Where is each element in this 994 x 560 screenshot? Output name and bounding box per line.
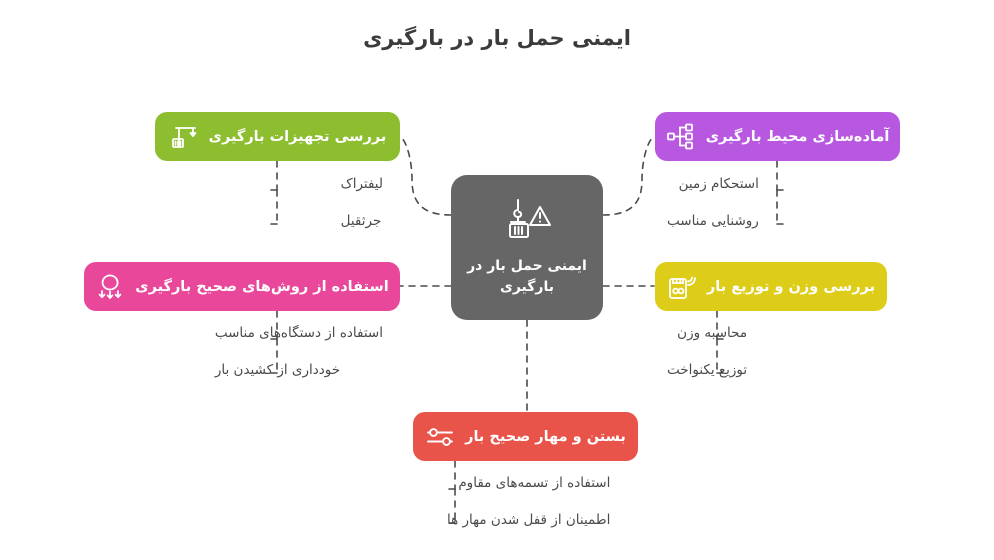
branch-label-environment: آماده‌سازی محیط بارگیری: [705, 128, 890, 145]
subitem: خودداری از کشیدن بار: [214, 361, 341, 378]
subitems-environment: استحکام زمین روشنایی مناسب: [667, 176, 759, 229]
subitems-weight: محاسبه وزن توزیع یکنواخت: [667, 325, 748, 378]
subitem: لیفتراک: [340, 176, 383, 192]
branch-node-methods[interactable]: استفاده از روش‌های صحیح بارگیری: [84, 262, 400, 311]
subitems-securing: استفاده از تسمه‌های مقاوم اطمینان از قفل…: [447, 475, 611, 528]
crane-hook-warning-icon: [500, 198, 554, 250]
branch-label-equipment: بررسی تجهیزات بارگیری: [208, 128, 387, 145]
central-node-label: ایمنی حمل بار در بارگیری: [467, 258, 587, 295]
subitem: استفاده از دستگاه‌های مناسب: [214, 325, 383, 341]
branch-label-weight: بررسی وزن و توزیع بار: [706, 278, 876, 295]
sliders-icon: [425, 422, 455, 452]
subitem: استحکام زمین: [678, 176, 759, 192]
wire-environment: [602, 136, 655, 216]
smart-scale-icon: [667, 272, 697, 302]
page-title: ایمنی حمل بار در بارگیری: [363, 26, 631, 50]
subitem: محاسبه وزن: [677, 325, 748, 341]
wire-equipment: [399, 136, 452, 216]
branch-node-equipment[interactable]: بررسی تجهیزات بارگیری: [155, 112, 400, 161]
subitem: اطمینان از قفل شدن مهار ها: [447, 511, 611, 528]
subitem: روشنایی مناسب: [667, 212, 759, 229]
subitem: استفاده از تسمه‌های مقاوم: [458, 475, 611, 491]
crane-icon: [169, 122, 199, 152]
branch-node-securing[interactable]: بستن و مهار صحیح بار: [413, 412, 638, 461]
branch-label-securing: بستن و مهار صحیح بار: [465, 428, 626, 445]
branch-label-methods: استفاده از روش‌های صحیح بارگیری: [135, 278, 389, 295]
subitem: توزیع یکنواخت: [667, 361, 748, 378]
subitem: جرثقیل: [340, 212, 382, 229]
branch-node-environment[interactable]: آماده‌سازی محیط بارگیری: [655, 112, 900, 161]
central-node[interactable]: ایمنی حمل بار در بارگیری: [451, 175, 603, 320]
subitems-methods: استفاده از دستگاه‌های مناسب خودداری از ک…: [214, 325, 383, 378]
workflow-nodes-icon: [666, 122, 696, 152]
subitems-equipment: لیفتراک جرثقیل: [340, 176, 383, 229]
load-pressure-arrows-icon: [95, 272, 125, 302]
branch-node-weight[interactable]: بررسی وزن و توزیع بار: [655, 262, 887, 311]
